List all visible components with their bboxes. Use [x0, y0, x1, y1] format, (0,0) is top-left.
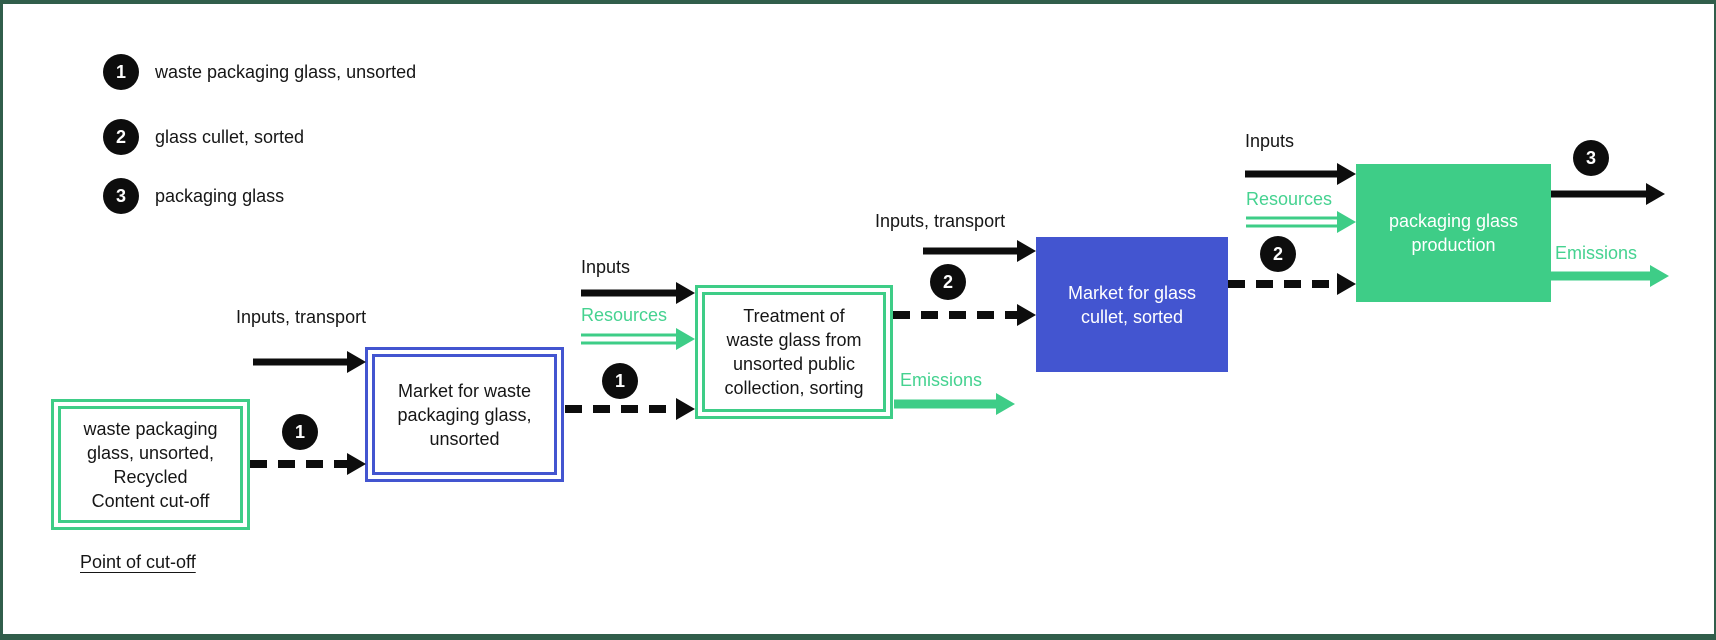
- arrow-shaft: [565, 405, 678, 413]
- arrow-head-icon: [347, 453, 366, 475]
- arrow-head-icon: [676, 398, 695, 420]
- inputs-arrow-production: [1245, 162, 1356, 186]
- legend-label-2: glass cullet, sorted: [155, 126, 305, 147]
- arrow-head-icon: [676, 328, 695, 350]
- resources-arrow-treatment: [581, 327, 695, 351]
- legend-item-1: 1 waste packaging glass, unsorted: [103, 54, 416, 90]
- resources-label-2: Resources: [1246, 189, 1333, 209]
- node-label: Market for waste packaging glass, unsort…: [372, 354, 557, 475]
- legend-label-3: packaging glass: [155, 185, 285, 206]
- arrow-head-icon: [1650, 265, 1669, 287]
- point-of-cutoff-caption: Point of cut-off: [80, 552, 196, 572]
- arrow-head-icon: [996, 393, 1015, 415]
- arrow-head-icon: [1337, 273, 1356, 295]
- node-label: packaging glass production: [1388, 211, 1519, 255]
- legend-badge-1: 1: [103, 54, 139, 90]
- legend-item-3: 3 packaging glass: [103, 178, 284, 214]
- node-packaging-glass-production: packaging glass production: [1356, 164, 1551, 302]
- arrow-head-icon: [1646, 183, 1665, 205]
- flow1-badge-a: 1: [282, 414, 318, 450]
- node-waste-packaging-cutoff: waste packaging glass, unsorted, Recycle…: [51, 399, 250, 530]
- inputs-transport-label-2: Inputs, transport: [875, 211, 1006, 231]
- legend-badge-2: 2: [103, 119, 139, 155]
- arrow-shaft: [250, 460, 349, 468]
- flow3-badge: 3: [1573, 140, 1609, 176]
- node-treatment-waste-glass: Treatment of waste glass from unsorted p…: [695, 285, 893, 419]
- flow2-badge-a: 2: [930, 264, 966, 300]
- arrow-shaft: [923, 247, 1019, 255]
- flow3-arrow-production-out: [1551, 182, 1665, 206]
- inputs-transport-label-1: Inputs, transport: [236, 307, 367, 327]
- flow2-arrow-market-to-production: [1228, 272, 1356, 296]
- arrow-shaft: [893, 311, 1019, 319]
- arrow-shaft: [581, 289, 678, 297]
- arrow-shaft: [894, 399, 998, 409]
- inputs-arrow-treatment: [581, 281, 695, 305]
- arrow-head-icon: [676, 282, 695, 304]
- emissions-arrow-production: [1551, 264, 1669, 288]
- node-label: Market for glass cullet, sorted: [1067, 282, 1197, 327]
- node-market-waste-packaging-glass: Market for waste packaging glass, unsort…: [365, 347, 564, 482]
- flow2-arrow-treatment-to-market: [893, 303, 1036, 327]
- flow1-arrow-market-to-treatment: [565, 397, 695, 421]
- flow1-arrow-cutoff-to-market: [250, 452, 366, 476]
- inputs-transport-arrow-1: [253, 350, 366, 374]
- emissions-label-2: Emissions: [1555, 243, 1638, 263]
- emissions-label-1: Emissions: [900, 370, 983, 390]
- resources-label-1: Resources: [581, 305, 668, 325]
- resources-arrow-production: [1246, 210, 1356, 234]
- legend-badge-3: 3: [103, 178, 139, 214]
- inputs-label-2: Inputs: [1245, 131, 1295, 151]
- node-label: waste packaging glass, unsorted, Recycle…: [58, 406, 243, 523]
- node-label: Treatment of waste glass from unsorted p…: [702, 292, 886, 412]
- arrow-head-icon: [1017, 304, 1036, 326]
- inputs-transport-arrow-2: [923, 239, 1036, 263]
- arrow-shaft: [253, 358, 349, 366]
- node-market-glass-cullet: Market for glass cullet, sorted: [1036, 237, 1228, 372]
- emissions-arrow-treatment: [894, 392, 1015, 416]
- arrow-shaft: [1228, 280, 1339, 288]
- arrow-shaft: [1551, 190, 1648, 198]
- arrow-shaft: [1245, 170, 1339, 178]
- arrow-head-icon: [347, 351, 366, 373]
- arrow-shaft: [1551, 271, 1652, 281]
- arrow-shaft: [581, 333, 678, 345]
- arrow-head-icon: [1337, 163, 1356, 185]
- arrow-shaft: [1246, 216, 1339, 228]
- flow2-badge-b: 2: [1260, 236, 1296, 272]
- arrow-head-icon: [1337, 211, 1356, 233]
- flow1-badge-b: 1: [602, 363, 638, 399]
- legend-item-2: 2 glass cullet, sorted: [103, 119, 304, 155]
- inputs-label-1: Inputs: [581, 257, 631, 277]
- arrow-head-icon: [1017, 240, 1036, 262]
- legend-label-1: waste packaging glass, unsorted: [155, 61, 417, 82]
